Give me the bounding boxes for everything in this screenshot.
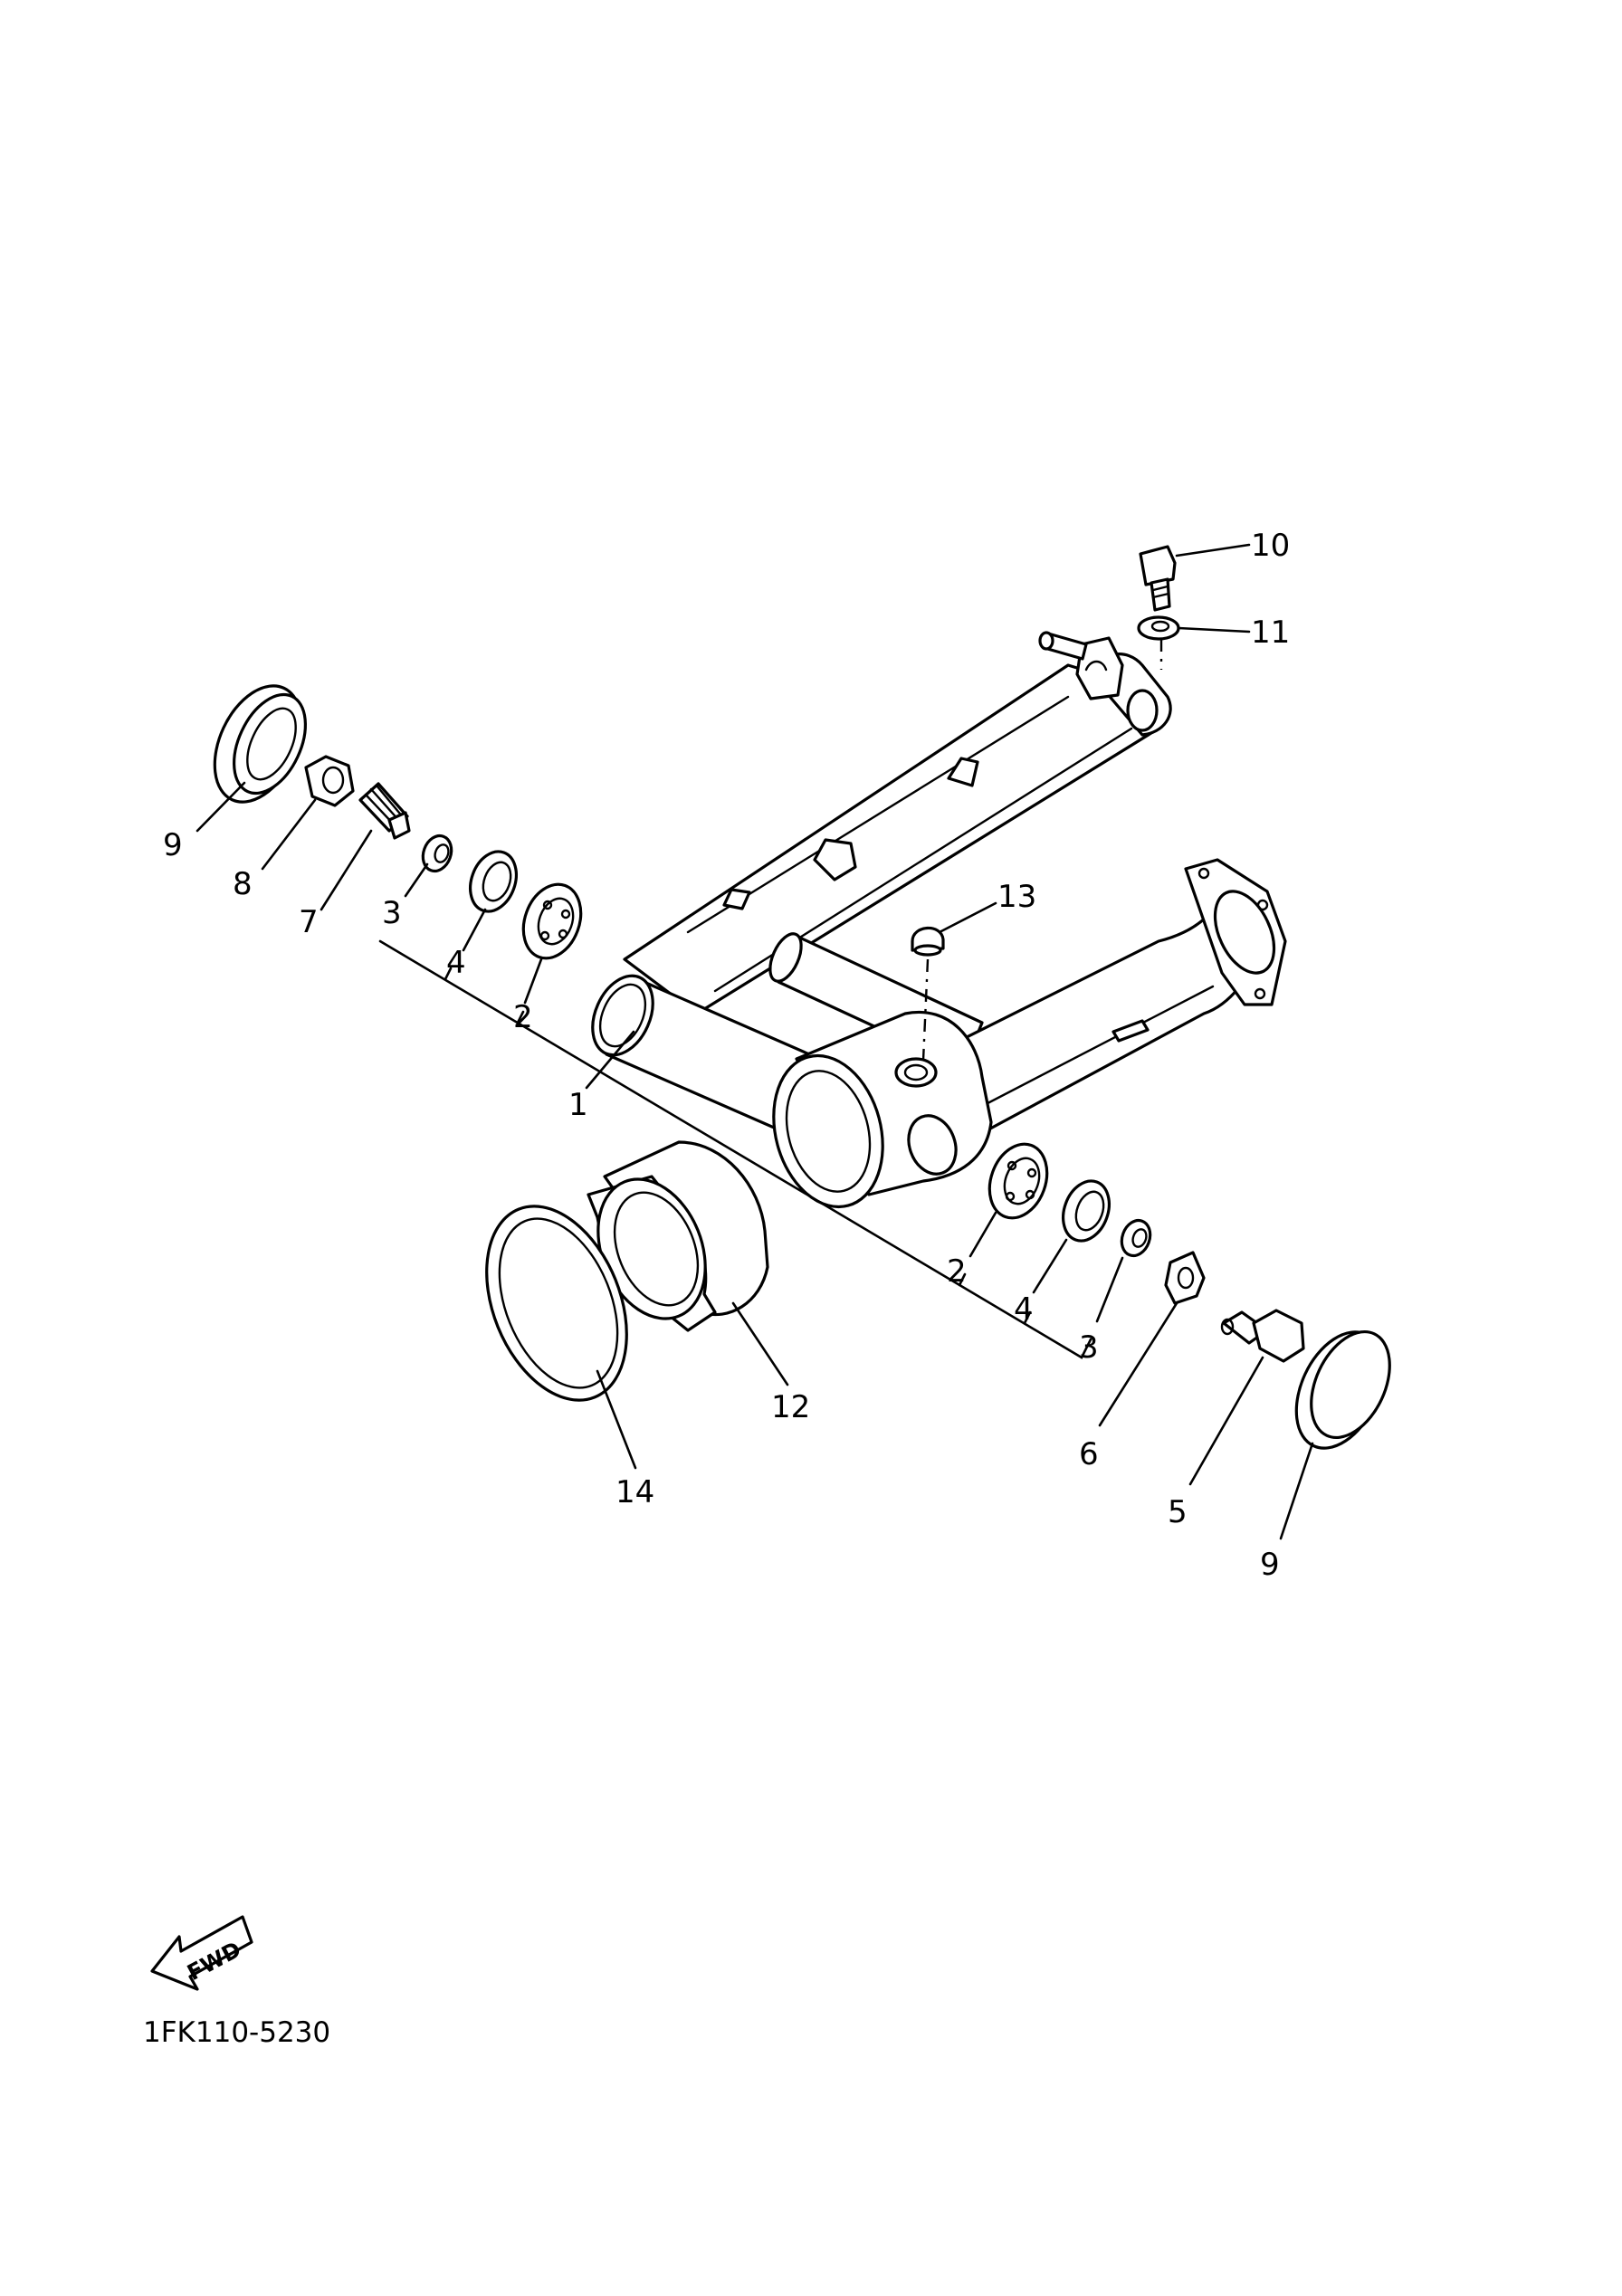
- nut-part-8: [304, 755, 355, 807]
- callout-2-right: 2: [947, 1253, 967, 1290]
- callout-13: 13: [997, 879, 1036, 915]
- bracket-tick-4-right: [1023, 1310, 1032, 1325]
- callout-2-left: 2: [513, 999, 533, 1035]
- plug-axis-line: [921, 958, 930, 1062]
- oil-seal-part-4-right: [1062, 1179, 1111, 1243]
- drawing-code: 1FK110-5230: [143, 2016, 330, 2049]
- bracket-tick-4-left: [444, 967, 453, 981]
- callout-5: 5: [1168, 1494, 1188, 1530]
- pivot-bolt-part-5: [1220, 1309, 1305, 1363]
- rear-arm-part-1: [591, 631, 1287, 1209]
- callout-9-left: 9: [163, 827, 183, 863]
- callout-4-left: 4: [446, 945, 466, 981]
- fwd-arrow: FWD: [150, 1915, 253, 1991]
- callout-6: 6: [1079, 1436, 1099, 1472]
- bearing-part-2-right: [988, 1142, 1049, 1220]
- callout-8: 8: [233, 866, 253, 902]
- pivot-shaft-part-7: [358, 782, 411, 840]
- leader-lines: [196, 543, 1314, 1540]
- callout-3-right: 3: [1079, 1329, 1099, 1366]
- callout-11: 11: [1251, 614, 1290, 651]
- washer-part-11: [1137, 615, 1180, 641]
- callout-9-right: 9: [1260, 1547, 1280, 1583]
- bracket-tick-2-right: [958, 1272, 967, 1287]
- boot-part-12: [587, 1140, 769, 1332]
- oil-seal-part-4-left: [469, 850, 518, 913]
- callout-10: 10: [1251, 528, 1290, 564]
- bolt-part-10: [1139, 545, 1177, 612]
- callout-4-right: 4: [1014, 1291, 1034, 1328]
- plug-part-13: [911, 926, 945, 957]
- lock-washer-part-6: [1164, 1251, 1206, 1305]
- callout-14: 14: [615, 1474, 654, 1510]
- assembly-bracket-line: [378, 939, 1092, 1359]
- band-part-14: [485, 1205, 628, 1402]
- callout-3-left: 3: [382, 895, 402, 931]
- cap-part-9-right: [1294, 1329, 1391, 1450]
- callout-7: 7: [299, 904, 319, 940]
- callout-12: 12: [771, 1389, 810, 1425]
- bracket-tick-2-left: [516, 1010, 525, 1024]
- bearing-part-2-left: [521, 882, 583, 960]
- callout-1: 1: [568, 1087, 588, 1123]
- cap-part-9-left: [213, 684, 307, 804]
- collar-part-3-right: [1120, 1218, 1152, 1258]
- collar-part-3-left: [421, 834, 453, 873]
